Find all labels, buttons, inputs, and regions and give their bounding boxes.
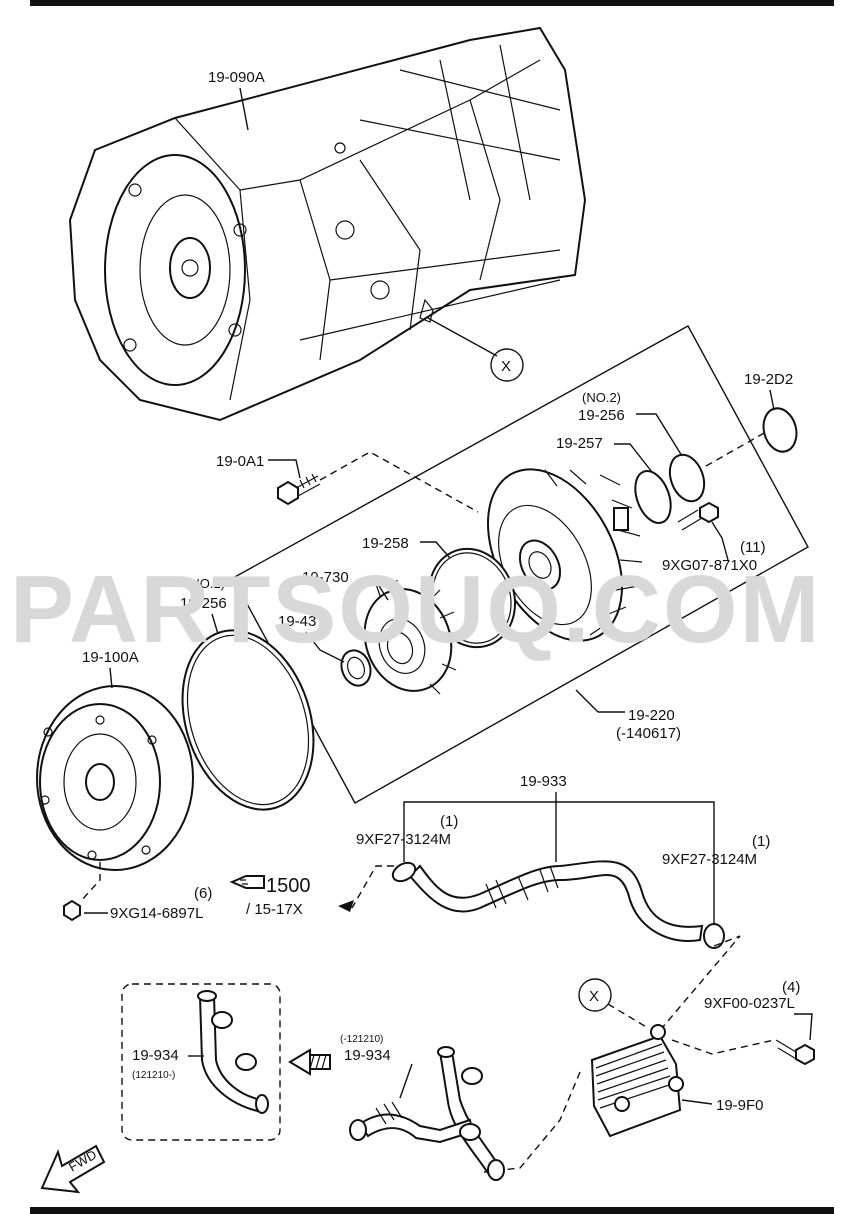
oil-pump-assembly-box[interactable] [232,325,809,804]
label-pipe-934-new-date: (121210-) [132,1070,175,1081]
label-no1-note: (NO.1) [186,576,225,591]
label-ref-1500: 1500 [266,875,311,897]
torque-converter[interactable] [36,685,194,871]
ring-19-257[interactable] [629,466,678,528]
ref-1500-arrow [229,875,265,889]
label-hose-933: 19-933 [520,773,567,790]
oil-pump-19-730[interactable] [351,577,466,703]
oil-pipe-19-934-new[interactable] [197,990,269,1114]
label-pipe-934-old-date: (-121210) [340,1034,383,1045]
label-transmission: 19-090A [208,69,265,86]
label-pipe-934-old: 19-934 [344,1047,391,1064]
label-bolt-9xf00: 9XF00-0237L [704,995,795,1012]
o-ring-19-2d2[interactable] [759,405,801,456]
label-ring-2d2: 19-2D2 [744,371,793,388]
label-pump-assembly-date: (-140617) [616,725,681,742]
label-qty-6: (6) [194,885,212,902]
label-bolt-0a1: 19-0A1 [216,453,264,470]
oil-cooler-hose-19-933[interactable] [390,859,725,949]
x-marker-top [490,348,524,382]
oil-pipe-19-934-old[interactable] [349,1046,505,1181]
nut-9xg14-6897l[interactable] [63,899,81,922]
label-pipe-934-new: 19-934 [132,1047,179,1064]
label-qty-11: (11) [740,539,766,556]
bolt-19-0a1[interactable] [277,473,321,506]
label-ring-256-no1: 19-256 [180,595,227,612]
top-border [30,0,834,6]
label-qty-4: (4) [782,979,800,996]
label-ref-1500-sub: / 15-17X [246,901,303,918]
label-qty-1-left: (1) [440,813,458,830]
label-cooler-9f0: 19-9F0 [716,1097,764,1114]
pipe-934-new-box [121,983,281,1141]
fwd-arrow: FWD [40,1144,106,1194]
label-bolt-9xg07: 9XG07-871X0 [662,557,757,574]
transmission-case[interactable] [68,26,587,422]
label-no2-note: (NO.2) [582,390,621,405]
label-ring-257: 19-257 [556,435,603,452]
pump-cover[interactable] [461,447,650,664]
bolt-9xf00-0237l[interactable] [775,1039,815,1066]
ring-19-256-no2[interactable] [664,450,710,506]
label-ring-258: 19-258 [362,535,409,552]
oil-cooler-19-9f0[interactable] [590,1024,684,1138]
seal-19-437[interactable] [337,646,376,689]
label-qty-1-right: (1) [752,833,770,850]
label-pump-730: 19-730 [302,569,349,586]
label-nut-9xg14: 9XG14-6897L [110,905,203,922]
label-ring-256-no2: 19-256 [578,407,625,424]
label-clamp-right: 9XF27-3124M [662,851,757,868]
bottom-border [30,1207,834,1214]
label-converter-100a: 19-100A [82,649,139,666]
label-seal-437: 19-437 [278,613,325,630]
label-clamp-left: 9XF27-3124M [356,831,451,848]
x-marker-top-label: X [501,358,511,375]
label-pump-assembly: 19-220 [628,707,675,724]
replacement-arrow [288,1048,331,1076]
x-marker-bottom-label: X [589,988,599,1005]
o-ring-19-256-no1[interactable] [161,613,336,826]
bolt-9xg07-871x0[interactable] [677,501,719,531]
watermark: PARTSOUQ.COM [10,556,822,663]
x-marker-bottom [578,978,612,1012]
